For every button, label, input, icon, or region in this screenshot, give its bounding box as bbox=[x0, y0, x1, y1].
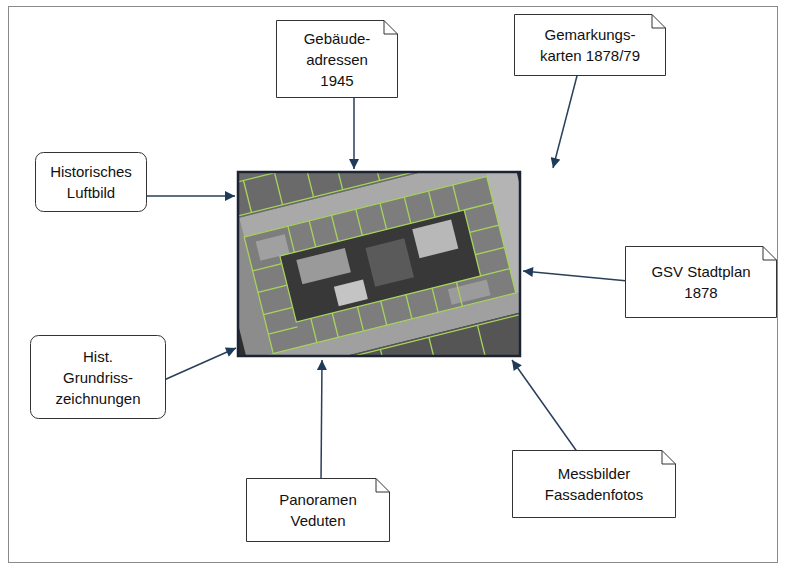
parcel-outlines bbox=[238, 172, 520, 356]
note-outline bbox=[626, 247, 777, 318]
box-outline bbox=[246, 478, 390, 542]
note-outline bbox=[247, 479, 390, 542]
parcel-outline bbox=[280, 210, 481, 322]
source-note: Panoramen Veduten bbox=[246, 478, 390, 542]
roof bbox=[334, 280, 368, 307]
note-outline bbox=[513, 451, 676, 518]
pointer-arrows bbox=[136, 72, 628, 481]
note-fold bbox=[652, 15, 666, 29]
source-box: Historisches Luftbild bbox=[35, 152, 147, 212]
note-fold bbox=[763, 247, 777, 261]
parcel-outline bbox=[238, 172, 498, 221]
box-outline-rect bbox=[36, 153, 147, 212]
pointer-arrow bbox=[164, 348, 236, 380]
source-note: GSV Stadtplan 1878 bbox=[625, 246, 777, 318]
note-fold bbox=[662, 451, 676, 465]
photo-frame bbox=[238, 172, 520, 356]
source-box: Hist. Grundriss- zeichnungen bbox=[30, 335, 166, 419]
box-outline bbox=[625, 246, 777, 318]
source-label: GSV Stadtplan 1878 bbox=[647, 261, 755, 303]
pointer-arrow bbox=[553, 72, 578, 168]
text-group: Historisches Luftbild bbox=[43, 161, 139, 203]
pointer-arrow bbox=[512, 360, 578, 453]
box-outline bbox=[514, 14, 666, 76]
source-label: Gemarkungs- karten 1878/79 bbox=[536, 24, 644, 66]
parcel-lines bbox=[244, 177, 516, 354]
box-outline bbox=[512, 450, 676, 518]
source-note: Gebäude- adressen 1945 bbox=[276, 20, 398, 98]
city-block bbox=[238, 172, 520, 356]
text-group: Gebäude- adressen 1945 bbox=[298, 28, 376, 91]
roof bbox=[412, 219, 458, 258]
note-fold bbox=[384, 21, 398, 35]
roof bbox=[365, 238, 413, 286]
roof bbox=[296, 248, 351, 284]
parcel-outline bbox=[244, 177, 516, 354]
note-outline bbox=[515, 15, 666, 76]
outer-frame bbox=[9, 7, 778, 563]
aerial-photo bbox=[238, 172, 520, 356]
text-group: GSV Stadtplan 1878 bbox=[647, 261, 755, 303]
pointer-arrow bbox=[321, 360, 322, 481]
text-group: Messbilder Fassadenfotos bbox=[534, 463, 654, 505]
source-label: Hist. Grundriss- zeichnungen bbox=[50, 346, 146, 409]
building-row bbox=[238, 294, 520, 356]
source-label: Gebäude- adressen 1945 bbox=[298, 28, 376, 91]
source-label: Historisches Luftbild bbox=[43, 161, 139, 203]
box-outline-rect bbox=[31, 336, 166, 419]
pointer-arrow bbox=[136, 195, 235, 197]
roof bbox=[256, 234, 290, 261]
box-outline bbox=[35, 152, 147, 212]
source-label: Panoramen Veduten bbox=[268, 489, 368, 531]
parcel-lines bbox=[256, 310, 520, 356]
pointer-arrow bbox=[353, 94, 355, 169]
note-fold bbox=[376, 479, 390, 493]
pointer-arrow bbox=[523, 271, 628, 281]
parcel-lines bbox=[244, 172, 458, 213]
source-note: Messbilder Fassadenfotos bbox=[512, 450, 676, 518]
source-label: Messbilder Fassadenfotos bbox=[534, 463, 654, 505]
text-group: Gemarkungs- karten 1878/79 bbox=[536, 24, 644, 66]
source-note: Gemarkungs- karten 1878/79 bbox=[514, 14, 666, 76]
text-group: Panoramen Veduten bbox=[268, 489, 368, 531]
note-outline bbox=[277, 21, 398, 98]
text-group: Hist. Grundriss- zeichnungen bbox=[50, 346, 146, 409]
courtyard bbox=[280, 210, 481, 322]
